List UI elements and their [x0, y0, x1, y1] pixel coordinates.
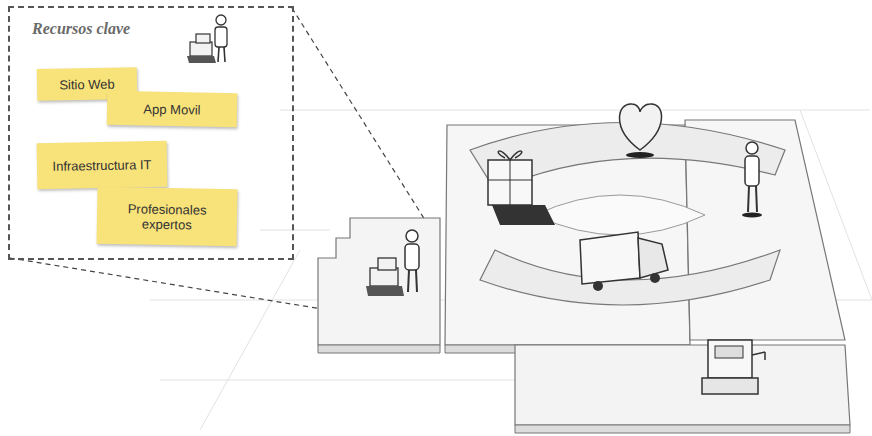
sticky-note: App Movil: [107, 91, 238, 127]
sticky-note: Profesionales expertos: [97, 187, 238, 246]
note-text: Profesionales expertos: [97, 198, 238, 234]
sticky-note: Infraestructura IT: [37, 141, 168, 189]
note-text: App Movil: [137, 99, 206, 119]
callout-box: Recursos claveSitio WebApp MovilInfraest…: [8, 6, 294, 260]
callout-heading: Recursos clave: [32, 20, 142, 37]
note-text: Infraestructura IT: [46, 155, 157, 176]
